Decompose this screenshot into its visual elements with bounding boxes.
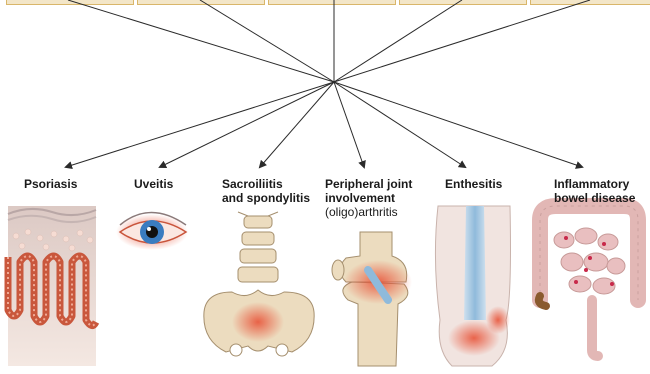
- skin-section-icon: [8, 206, 96, 366]
- heel-tendon-icon: [435, 206, 510, 366]
- label-peripheral-line2: involvement: [325, 191, 412, 205]
- label-ibd: Inflammatory bowel disease: [554, 177, 635, 205]
- intestine-icon: [539, 206, 638, 356]
- label-peripheral-line1: Peripheral joint: [325, 177, 412, 191]
- label-ibd-line2: bowel disease: [554, 191, 635, 205]
- label-psoriasis-text: Psoriasis: [24, 177, 77, 191]
- label-uveitis: Uveitis: [134, 177, 173, 191]
- label-peripheral: Peripheral joint involvement (oligo)arth…: [325, 177, 412, 219]
- label-enthesitis: Enthesitis: [445, 177, 502, 191]
- label-uveitis-text: Uveitis: [134, 177, 173, 191]
- label-enthesitis-text: Enthesitis: [445, 177, 502, 191]
- label-sacroiliitis-line1: Sacroiliitis: [222, 177, 310, 191]
- knee-joint-icon: [332, 232, 412, 366]
- label-sacroiliitis: Sacroiliitis and spondylitis: [222, 177, 310, 205]
- label-peripheral-line3: (oligo)arthritis: [325, 205, 412, 219]
- label-sacroiliitis-line2: and spondylitis: [222, 191, 310, 205]
- spine-pelvis-icon: [204, 212, 314, 356]
- eye-icon: [116, 213, 188, 251]
- label-psoriasis: Psoriasis: [24, 177, 77, 191]
- label-ibd-line1: Inflammatory: [554, 177, 635, 191]
